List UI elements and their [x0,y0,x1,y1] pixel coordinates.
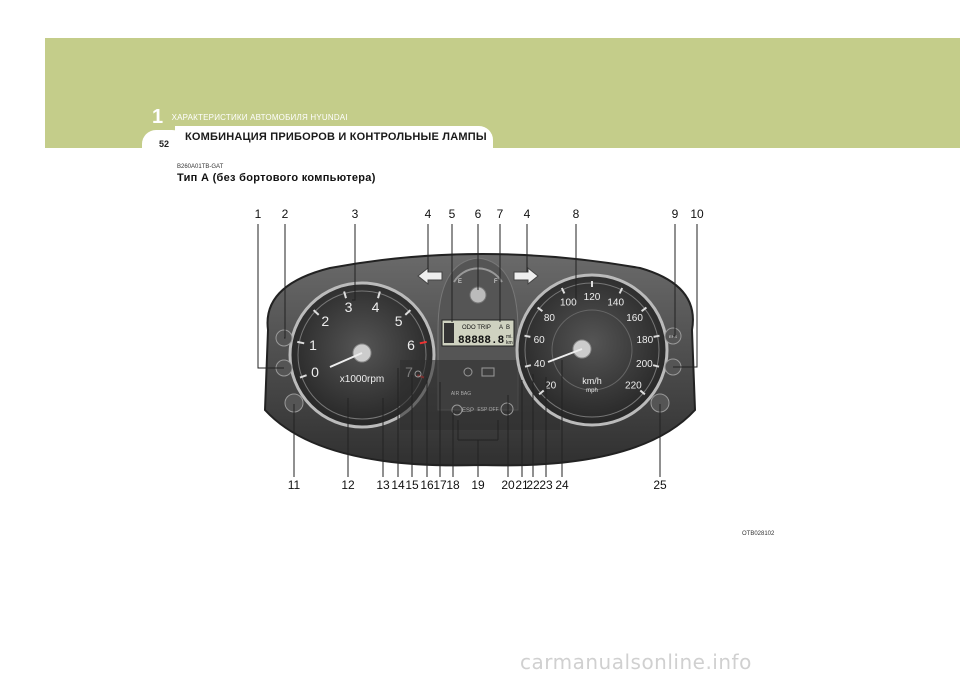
odo-unit-mi: mi. [506,334,513,340]
speed-tick-mark [618,287,624,294]
speed-tick-mark [653,334,660,338]
speed-unit2: mph [586,388,598,394]
tach-tick-label: 1 [309,337,317,353]
tach-tick-label: 2 [321,313,329,329]
callout-top-label: 9 [672,207,679,221]
speed-tick-mark [560,287,566,294]
callout-bottom-label: 18 [446,478,460,492]
callout-leader-line [257,224,284,369]
speed-tick-mark [536,306,544,312]
speed-tick-label: 60 [534,335,546,346]
callout-top-label: 10 [690,207,704,221]
tach-unit: x1000rpm [340,374,384,385]
speed-tick-mark [652,364,660,368]
chapter-number: 1 [152,106,164,128]
callout-top-label: 1 [255,207,262,221]
callout-leader-line [673,224,676,337]
callout-leader-line [673,224,698,368]
callout-bottom-label: 24 [555,478,569,492]
odo-unit-km: km [506,340,513,346]
tach-tick-label: 4 [372,299,380,315]
brake-lamp-icon [500,402,514,416]
seatbelt-lamp-icon [463,367,473,377]
tach-tick-mark [297,340,305,345]
callout-bottom-label: 25 [653,478,667,492]
tach-tick-mark [404,309,412,316]
esp-off-lamp-label: ESP OFF [477,407,498,413]
callout-top-label: 4 [524,207,531,221]
turn-lamp-icon [414,370,422,378]
tach-tick-label: 5 [395,313,403,329]
speed-tick-label: 20 [545,381,557,392]
speed-tick-label: 180 [636,335,653,346]
airbag-lamp-label: AIR BAG [451,391,471,397]
speed-tick-label: 120 [584,292,601,303]
callout-top-label: 8 [573,207,580,221]
odo-digits: 88888.8 [458,335,505,347]
footer-watermark: carmanualsonline.info [520,650,752,674]
speed-tick-label: 160 [626,313,643,324]
callout-top-label: 3 [352,207,359,221]
callout-leader-line [352,224,356,301]
speed-unit: km/h [582,376,602,386]
tach-tick-mark [377,291,381,299]
callout-bottom-label: 15 [405,478,419,492]
speed-tick-label: 40 [534,359,546,370]
callout-bottom-label: 12 [341,478,355,492]
figure-code: OTB028102 [742,531,775,537]
speed-tick-mark [524,334,531,338]
content-subtitle: Тип А (без бортового компьютера) [177,172,376,184]
callout-top-label: 4 [425,207,432,221]
speed-tick-label: 220 [625,381,642,392]
tach-tick-mark [312,309,320,316]
speed-tick-mark [538,389,545,396]
fuel-lamp-icon [451,404,463,416]
callout-bottom-label: 22 [526,478,540,492]
chapter-heading: 1 ХАРАКТЕРИСТИКИ АВТОМОБИЛЯ HYUNDAI [152,106,348,129]
callout-bottom-label: 13 [376,478,390,492]
fuel-full: F [494,279,498,285]
section-title: КОМБИНАЦИЯ ПРИБОРОВ И КОНТРОЛЬНЫЕ ЛАМПЫ [175,126,493,148]
callout-top-label: 2 [282,207,289,221]
tach-tick-label: 6 [407,337,415,353]
callout-bottom-label: 16 [420,478,434,492]
tach-tick-mark [299,374,307,379]
tach-tick-mark [419,340,427,345]
callout-top-label: 6 [475,207,482,221]
callout-leader-line [284,224,286,339]
fuel-empty: E [458,279,462,285]
content-code: B260A01TB-GAT [177,164,224,170]
callout-bottom-label: 23 [539,478,553,492]
callout-leader-line [457,420,499,477]
callout-bottom-label: 11 [288,478,301,492]
speed-tick-mark [639,389,646,396]
battery-lamp-icon [481,367,495,377]
callout-bottom-label: 21 [515,478,529,492]
tach-tick-mark [343,291,347,299]
speed-tick-label: 100 [560,298,577,309]
callout-bottom-label: 19 [471,478,485,492]
callout-bottom-label: 20 [501,478,515,492]
right-turn-arrow-icon [513,266,539,286]
odo-label: ODO TRIP [462,325,491,331]
tach-tick-label: 0 [311,364,319,380]
callout-top-label: 7 [497,207,504,221]
callout-top-label: 5 [449,207,456,221]
speed-tick-label: 80 [544,313,556,324]
esp-lamp-label: ESP [462,408,474,414]
speed-tick-mark [524,364,532,368]
speed-tick-label: 140 [607,298,624,309]
odo-a: A [499,325,503,331]
speed-tick-mark [640,306,648,312]
callout-bottom-label: 14 [391,478,405,492]
tach-tick-label: 3 [345,299,353,315]
callout-bottom-label: 17 [433,478,447,492]
odo-b: B [506,325,510,331]
chapter-title: ХАРАКТЕРИСТИКИ АВТОМОБИЛЯ HYUNDAI [171,113,348,122]
speed-tick-label: 200 [636,359,653,370]
